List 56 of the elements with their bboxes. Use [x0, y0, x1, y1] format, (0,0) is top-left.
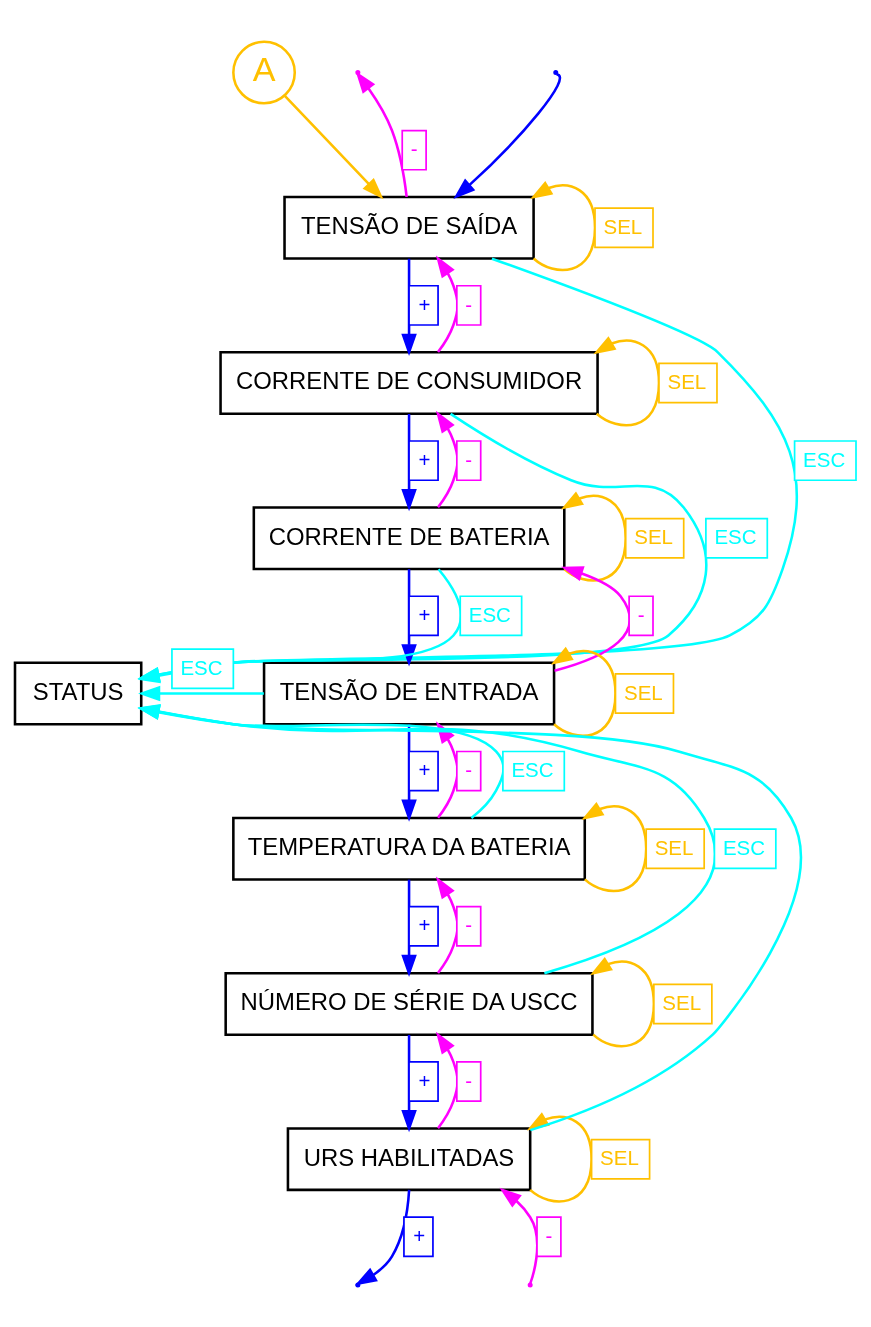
edge-label: + [418, 602, 431, 626]
node-box: TEMPERATURA DA BATERIA [232, 816, 587, 881]
edge-label: + [418, 912, 431, 936]
arrow [453, 72, 561, 199]
edge-label: SEL [600, 1145, 639, 1169]
arrow [355, 70, 408, 197]
edge-label: ESC [722, 835, 766, 859]
edge-label: - [465, 1068, 473, 1092]
arrow [530, 180, 597, 271]
edge-label: SEL [603, 214, 643, 238]
edge-label: ESC [468, 602, 511, 626]
arrow [401, 723, 417, 822]
edge-label: ESC [180, 655, 223, 679]
node-box: CORRENTE DE BATERIA [252, 505, 566, 570]
edge-label: - [465, 757, 473, 781]
arrow [401, 1034, 417, 1132]
edge-label: + [418, 757, 431, 781]
arrow [581, 801, 648, 892]
edge-label: - [465, 912, 473, 936]
node-box: NÚMERO DE SÉRIE DA USCC [224, 971, 594, 1036]
edge-label: - [410, 136, 418, 160]
arrow [550, 646, 617, 737]
node-box: TENSÃO DE SAÍDA [283, 195, 535, 260]
edge-label: - [545, 1223, 553, 1247]
edge-label: + [418, 292, 431, 316]
arrow [561, 490, 627, 582]
arrow [138, 685, 264, 701]
arrow [137, 256, 798, 682]
arrow [499, 1187, 539, 1284]
arrow [401, 568, 417, 666]
arrow [401, 258, 417, 356]
edge-label: ESC [714, 524, 757, 548]
edge-label: + [418, 1068, 431, 1092]
edge-label: + [418, 447, 431, 471]
node-circle: A [232, 40, 297, 104]
arrow [401, 413, 417, 511]
arrow [593, 335, 661, 426]
arrow [137, 412, 708, 682]
arrow [401, 879, 417, 977]
edge-label: SEL [634, 524, 673, 548]
edge-label: - [465, 447, 473, 471]
node-box: STATUS [13, 661, 143, 725]
arrow [283, 94, 384, 199]
node-box: TENSÃO DE ENTRADA [262, 661, 556, 725]
node-box: URS HABILITADAS [286, 1126, 532, 1191]
edge-label: - [465, 292, 473, 316]
edge-label: ESC [511, 757, 554, 781]
edge-label: SEL [667, 369, 707, 393]
arrow [590, 956, 656, 1047]
edge-label: SEL [654, 835, 694, 859]
node-box: CORRENTE DE CONSUMIDOR [219, 350, 599, 415]
edge-label: - [637, 602, 645, 626]
edge-label: ESC [803, 447, 846, 471]
edge-label: SEL [662, 990, 702, 1014]
edge-label: + [413, 1223, 426, 1247]
edge-label: SEL [624, 680, 663, 704]
